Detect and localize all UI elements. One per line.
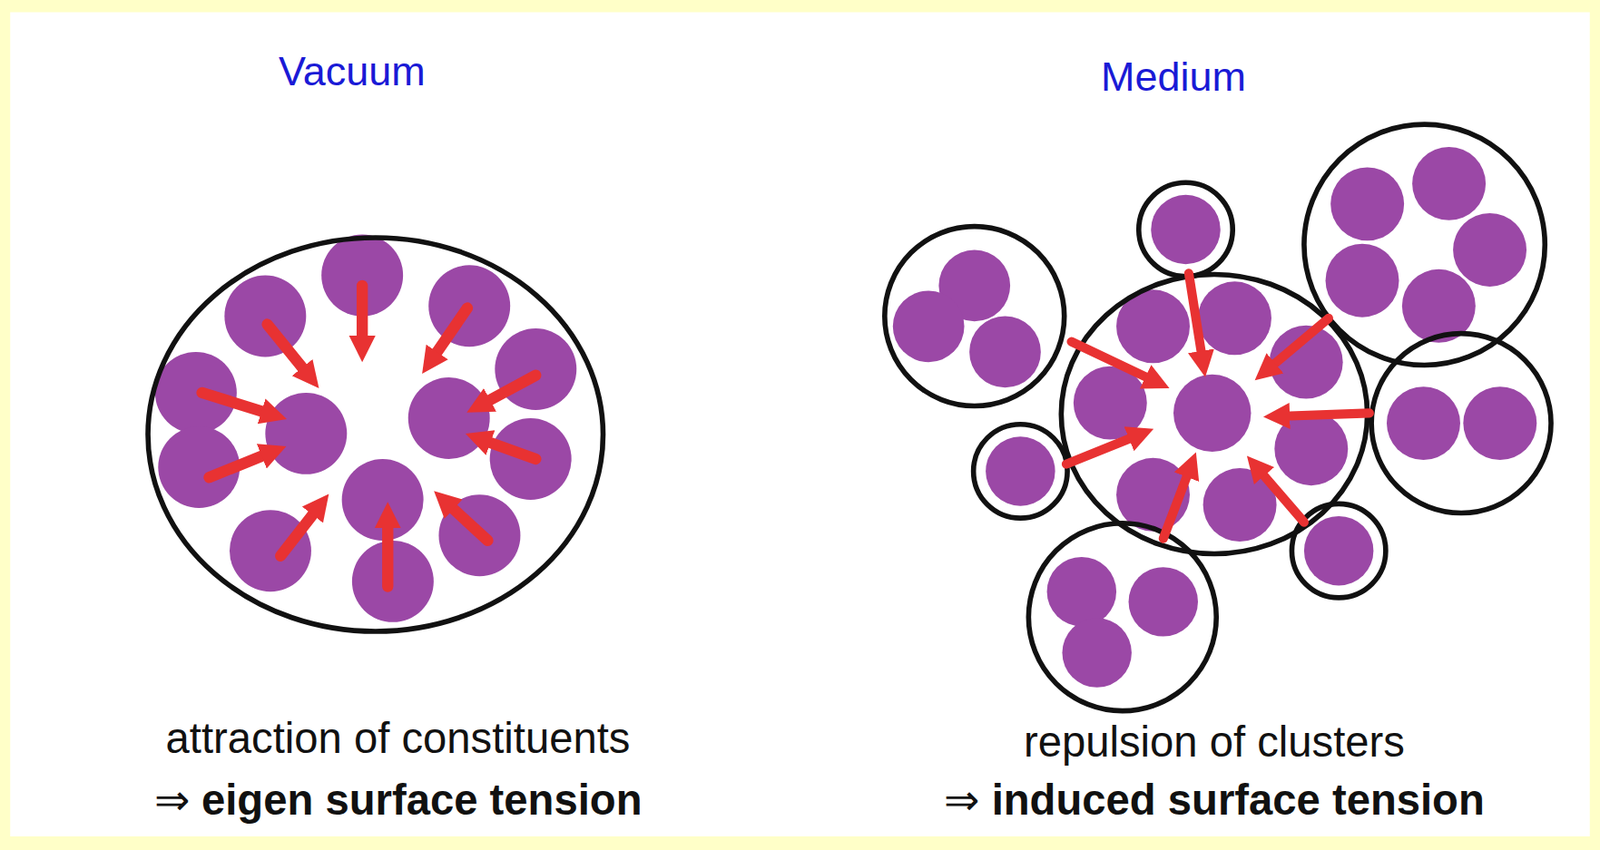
implies-symbol: ⇒ xyxy=(154,776,190,825)
panel-heading: Vacuum xyxy=(278,49,426,94)
repulsion-arrows xyxy=(1066,273,1370,539)
panel-heading: Medium xyxy=(1100,54,1247,99)
caption-line: repulsion of clusters xyxy=(1023,718,1405,767)
vacuum-cluster xyxy=(147,237,603,632)
white-panel xyxy=(9,11,1591,836)
caption-result: eigen surface tension xyxy=(201,776,642,825)
medium-clusters xyxy=(884,124,1551,712)
implies-symbol: ⇒ xyxy=(943,776,980,825)
caption-result: induced surface tension xyxy=(991,776,1485,825)
caption-line: attraction of constituents xyxy=(166,714,631,763)
attraction-arrows xyxy=(202,285,537,588)
